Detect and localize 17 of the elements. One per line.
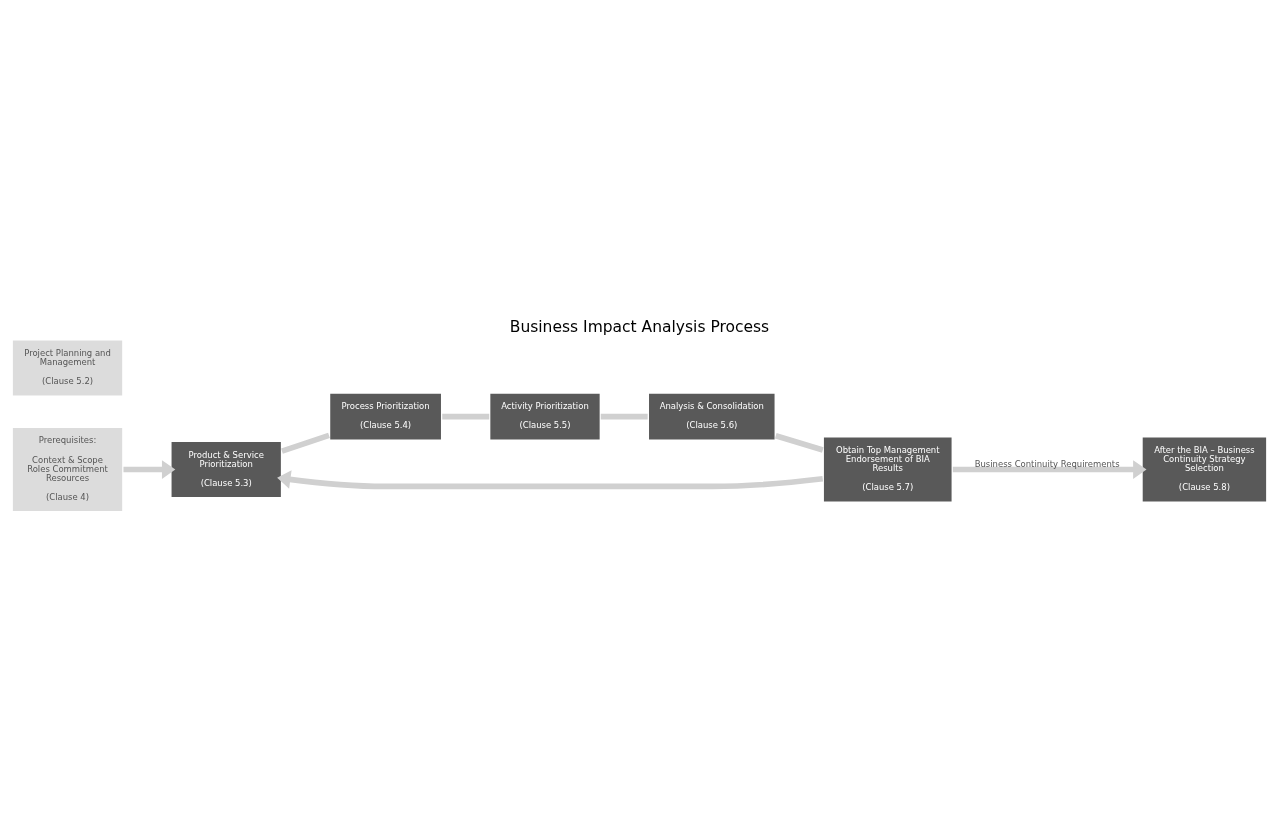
node-box: Project Planning and Management (Clause 5.2) <box>10 338 125 398</box>
diagram-title: Business Impact Analysis Process <box>509 318 770 337</box>
connector <box>774 433 824 453</box>
connector <box>442 413 490 420</box>
node-box: Obtain Top Management Endorsement of BIA Results (Clause 5.7) <box>821 435 954 504</box>
arrow <box>952 460 1147 479</box>
node-box: Analysis & Consolidation (Clause 5.6) <box>646 391 777 442</box>
node-box: Process Prioritization (Clause 5.4) <box>328 391 444 442</box>
node-box: Activity Prioritization (Clause 5.5) <box>488 391 602 442</box>
node-box: After the BIA – Business Continuity Strategy Selection (Clause 5.8) <box>1140 435 1269 504</box>
arrow <box>123 460 176 479</box>
connector <box>600 413 648 420</box>
edge-label: Business Continuity Requirements <box>974 459 1120 470</box>
arrow <box>277 470 824 490</box>
connector <box>281 432 330 454</box>
node-box: Product & Service Prioritization (Clause 5.3) <box>169 439 283 500</box>
node-box: Prerequisites: Context & Scope Roles Commitment Resources (Clause 4) <box>10 425 125 514</box>
